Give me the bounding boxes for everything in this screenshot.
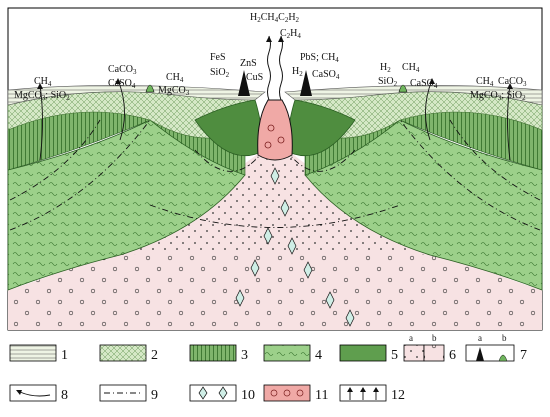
svg-text:CH4: CH4: [402, 62, 420, 74]
legend-7a-chimney-icon: [476, 347, 484, 361]
chimney-left: [238, 70, 250, 96]
label-ch4-far-left: CH: [34, 76, 48, 87]
legend-12-upflow-arrows-icon: [347, 387, 379, 400]
legend-swatch-7: [465, 344, 515, 362]
legend-num-11: 11: [315, 388, 328, 403]
mound-right: [398, 84, 408, 93]
legend-swatch-5: [339, 344, 387, 362]
legend-num-1: 1: [61, 348, 68, 363]
vent-arrow-up: [266, 36, 284, 42]
svg-text:MgCO3: MgCO3: [158, 85, 190, 97]
svg-text:H2: H2: [380, 62, 391, 74]
legend-num-8: 8: [61, 388, 68, 403]
legend-num-4: 4: [315, 348, 322, 363]
legend-swatch-6a: [403, 344, 425, 362]
legend-swatch-6b: [423, 344, 445, 362]
svg-text:CH4: CH4: [166, 72, 184, 84]
svg-text:H2: H2: [292, 66, 303, 78]
fluid-flow-dashlines: [9, 119, 541, 231]
vent-gas-lines: [267, 35, 283, 101]
svg-text:PbS; CH4: PbS; CH4: [300, 52, 339, 64]
legend-num-5: 5: [391, 348, 398, 363]
label-mgco3-left: MgCO: [158, 85, 186, 96]
legend-7-b: b: [502, 333, 507, 343]
label-caso4-r2: CaSO: [410, 78, 434, 89]
legend-swatch-11: [263, 384, 311, 402]
label-h2-right: H: [292, 66, 299, 77]
svg-text:MgCO3; SiO2: MgCO3; SiO2: [14, 90, 70, 102]
svg-text:CaCO3: CaCO3: [498, 76, 527, 88]
label-sio2-r2: SiO: [378, 76, 394, 87]
svg-text:CaSO4: CaSO4: [108, 78, 136, 90]
label-zns: ZnS: [240, 58, 257, 69]
legend-num-6: 6: [449, 348, 456, 363]
label-ch4-far-right: CH: [476, 76, 490, 87]
right-layer-lines: [284, 85, 543, 106]
label-sio2-center: SiO: [210, 67, 226, 78]
legend-10-diamond-icon: [198, 386, 228, 400]
svg-text:SiO2: SiO2: [378, 76, 398, 88]
svg-text:CH4: CH4: [34, 76, 52, 88]
label-pbs-ch4: PbS; CH: [300, 52, 335, 63]
label-mgco3-far-right: MgCO: [470, 90, 498, 101]
svg-text:CaSO4: CaSO4: [312, 69, 340, 81]
legend-swatch-4: [263, 344, 311, 362]
svg-text:C2H4: C2H4: [280, 28, 301, 40]
label-mgco3-far-left: MgCO: [14, 90, 42, 101]
legend-6-a: a: [409, 333, 413, 343]
legend-num-9: 9: [151, 388, 158, 403]
legend-swatch-3: [189, 344, 237, 362]
mound-left: [145, 84, 155, 93]
legend-7b-mound-icon: [498, 354, 508, 362]
label-ch4-left: CH: [166, 72, 180, 83]
legend-num-3: 3: [241, 348, 248, 363]
svg-text:SiO2: SiO2: [210, 67, 230, 79]
legend-swatch-10: [189, 384, 237, 402]
legend-swatch-8: [9, 384, 57, 402]
label-cus: CuS: [246, 72, 263, 83]
legend-num-7: 7: [520, 348, 527, 363]
legend-swatch-1: [9, 344, 57, 362]
legend: 1 2 3 4 5 a b 6 a b 7 8 9 10: [9, 333, 527, 403]
label-caso4-left: CaSO: [108, 78, 132, 89]
legend-8-arrow-icon: [19, 391, 51, 397]
left-layer-lines: [7, 85, 266, 106]
label-caco3-far-right: CaCO: [498, 76, 523, 87]
svg-text:MgCO3; SiO2: MgCO3; SiO2: [470, 90, 526, 102]
label-ch4-r2: CH: [402, 62, 416, 73]
label-caso4-right: CaSO: [312, 69, 336, 80]
svg-text:ZnS: ZnS: [240, 58, 257, 69]
central-core: [257, 99, 293, 161]
legend-swatch-2: [99, 344, 147, 362]
legend-num-2: 2: [151, 348, 158, 363]
label-c2h4-top: C: [280, 28, 287, 39]
lower-body-dots: [120, 140, 430, 255]
label-h2-top: H: [250, 12, 257, 23]
core-flower-symbols: [264, 124, 285, 149]
legend-num-10: 10: [241, 388, 255, 403]
svg-text:CaCO3: CaCO3: [108, 64, 137, 76]
chimney-right: [300, 70, 312, 96]
legend-7-a: a: [478, 333, 482, 343]
svg-text:FeS: FeS: [210, 52, 226, 63]
svg-text:CaSO4: CaSO4: [410, 78, 438, 90]
arrow-heads: [37, 78, 513, 89]
label-caco3-left: CaCO: [108, 64, 133, 75]
legend-6-b: b: [432, 333, 437, 343]
diamond-symbols: [235, 167, 355, 327]
label-fes: FeS: [210, 52, 226, 63]
legend-11-flower-icon: [270, 389, 304, 397]
svg-text:H2CH4C2H2: H2CH4C2H2: [250, 12, 300, 24]
label-h2-r2: H: [380, 62, 387, 73]
svg-text:CH4: CH4: [476, 76, 494, 88]
flow-arrows: [39, 79, 511, 161]
svg-text:CuS: CuS: [246, 72, 263, 83]
mineral-labels: CH4 MgCO3; SiO2 CaCO3 CaSO4 CH4 MgCO3 Fe…: [14, 12, 527, 102]
legend-num-12: 12: [391, 388, 405, 403]
